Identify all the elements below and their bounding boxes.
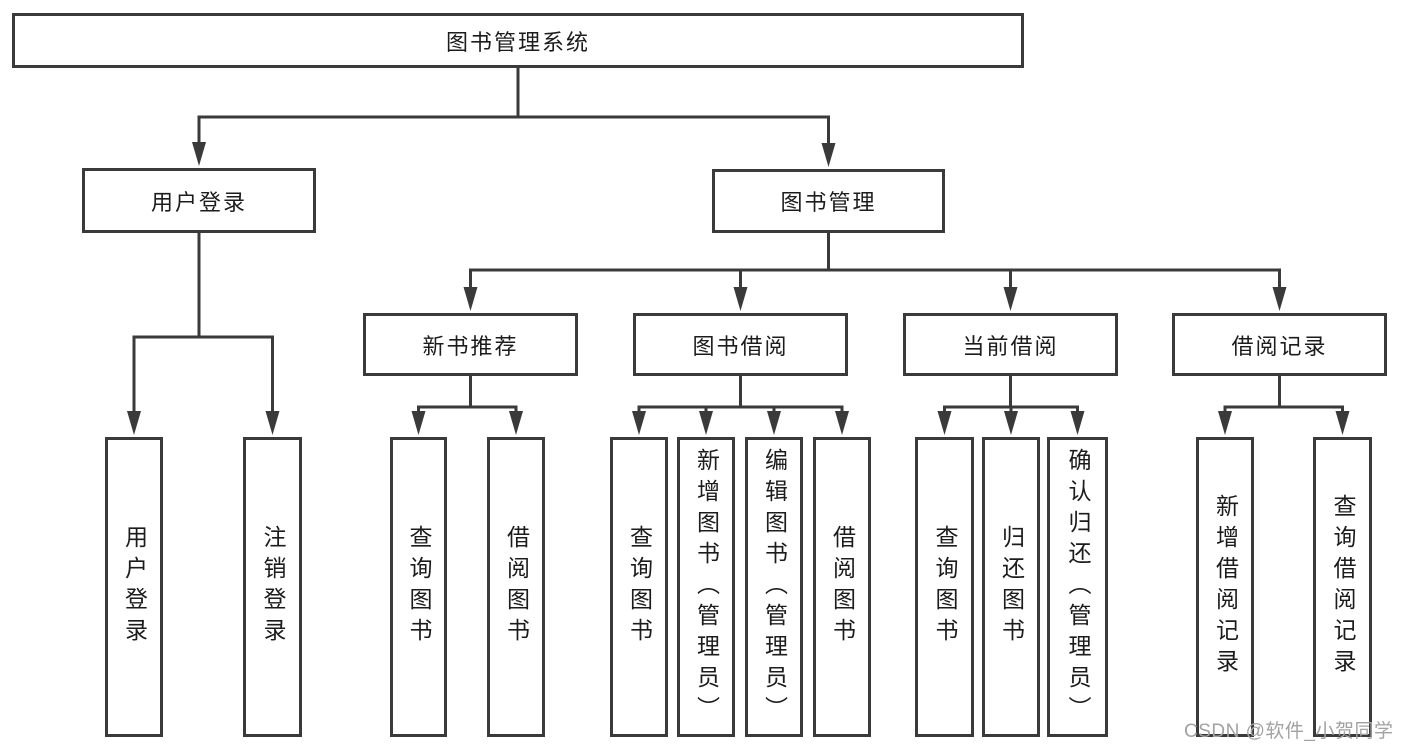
node-bb-borrow-books-label: 借阅图书 <box>829 525 856 649</box>
node-bb-edit-books-admin: 编辑图书（管理员） <box>745 437 803 737</box>
node-rec-query-books: 查询图书 <box>390 437 447 737</box>
node-cb-return-books-label: 归还图书 <box>998 525 1025 649</box>
node-br-query-record: 查询借阅记录 <box>1313 437 1372 737</box>
node-logout: 注销登录 <box>243 437 302 737</box>
node-bb-borrow-books: 借阅图书 <box>813 437 871 737</box>
node-logout-label: 注销登录 <box>260 525 286 649</box>
node-bb-edit-books-admin-label: 编辑图书（管理员） <box>761 447 788 727</box>
node-bb-query-books-label: 查询图书 <box>626 525 653 649</box>
node-login: 用户登录 <box>105 437 163 737</box>
node-current-borrow: 当前借阅 <box>903 313 1118 376</box>
node-new-book-recommend-label: 新书推荐 <box>422 333 519 359</box>
node-user-login-label: 用户登录 <box>150 189 247 215</box>
node-cb-query-books-label: 查询图书 <box>932 525 958 649</box>
node-borrow-records: 借阅记录 <box>1172 313 1387 376</box>
node-root-label: 图书管理系统 <box>445 29 590 55</box>
node-bb-add-books-admin-label: 新增图书（管理员） <box>693 447 720 727</box>
node-rec-borrow-books: 借阅图书 <box>487 437 545 737</box>
node-book-management: 图书管理 <box>712 169 945 233</box>
node-rec-borrow-books-label: 借阅图书 <box>503 525 530 649</box>
node-book-management-label: 图书管理 <box>780 190 877 215</box>
node-cb-confirm-return-admin: 确认归还（管理员） <box>1047 437 1108 737</box>
csdn-watermark: CSDN @软件_小贺同学 <box>1184 721 1394 742</box>
node-bb-add-books-admin: 新增图书（管理员） <box>677 437 735 737</box>
node-bb-query-books: 查询图书 <box>610 437 668 737</box>
node-current-borrow-label: 当前借阅 <box>962 333 1059 359</box>
node-cb-return-books: 归还图书 <box>982 437 1040 737</box>
node-root: 图书管理系统 <box>12 13 1024 68</box>
node-user-login: 用户登录 <box>82 168 316 233</box>
node-borrow-records-label: 借阅记录 <box>1231 333 1328 359</box>
node-rec-query-books-label: 查询图书 <box>406 525 432 649</box>
node-br-add-record-label: 新增借阅记录 <box>1212 494 1239 680</box>
node-br-query-record-label: 查询借阅记录 <box>1330 494 1356 680</box>
node-book-borrow: 图书借阅 <box>633 313 848 376</box>
node-new-book-recommend: 新书推荐 <box>363 313 578 376</box>
node-cb-confirm-return-admin-label: 确认归还（管理员） <box>1065 447 1091 727</box>
node-book-borrow-label: 图书借阅 <box>692 333 789 359</box>
node-br-add-record: 新增借阅记录 <box>1196 437 1254 737</box>
node-login-label: 用户登录 <box>121 525 148 649</box>
node-cb-query-books: 查询图书 <box>915 437 974 737</box>
